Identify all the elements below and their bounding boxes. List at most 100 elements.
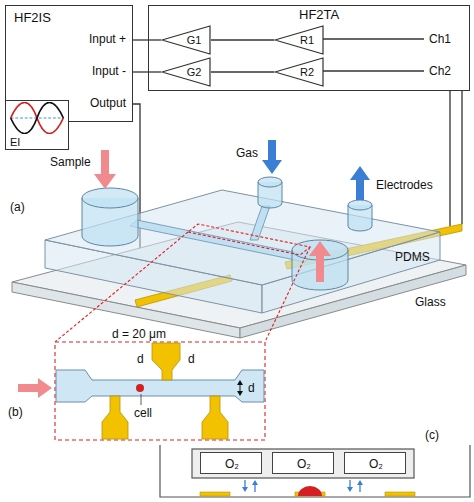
signal-box: EI [5,100,69,150]
electrode-tip [202,396,228,439]
signal-wire [133,39,161,40]
node-title: R2 [300,65,314,79]
microchannel [130,220,312,262]
node-title: HF2IS [14,11,51,25]
dimension-mark [237,380,243,385]
detail-region [188,224,310,255]
microchannel [130,206,312,262]
signal-wire [323,70,424,71]
waveform-red [11,102,64,133]
signal-wire [449,91,450,226]
oxygen-box: O₂ [344,452,406,474]
diffusion-arrow [252,480,258,485]
electrode-tip [152,343,180,380]
signal-wire [461,91,462,224]
triangle-outline [162,26,210,54]
panel-label: (b) [8,405,23,419]
triangle-outline [162,58,210,86]
signal-wire [133,71,161,72]
dimension-label: d [137,352,144,366]
side-view [160,445,470,497]
side-electrode [200,492,230,496]
signal-wire [211,71,274,72]
panel-label: (a) [10,200,25,214]
diffusion-arrow [347,487,353,492]
gas-arrow [262,140,282,174]
waveform-black [11,102,64,133]
callout-label: cell [134,406,152,420]
node-title: R1 [300,33,314,47]
dimension-label: d = 20 μm [112,327,166,341]
sample-arrow [18,378,52,398]
diffusion-arrow [357,480,363,485]
detail-frame [55,342,265,440]
sample-arrow [309,241,331,282]
sample-arrow [94,150,116,189]
node-title: HF2TA [299,8,339,22]
diffusion-arrow [254,484,255,492]
node-title: G2 [187,65,202,79]
triangle-outline [275,58,323,86]
panel-label: (c) [425,428,439,442]
node-text: Ch2 [429,64,451,78]
triangle-outline [275,26,323,54]
dimension-mark [237,391,243,396]
triangle-outline [274,57,324,87]
channel-detail [56,370,264,402]
detail-frame [55,342,265,440]
node-text: Input - [92,64,126,78]
diffusion-arrow [349,480,350,488]
trapped-cell [298,486,322,496]
inlet-label: Gas [236,146,258,160]
reservoir [82,188,138,208]
signal-wire [211,39,274,40]
signal-wire [323,38,424,39]
amplifier-symbol: R2 [274,57,324,87]
node-title: G1 [187,33,202,47]
oxygen-box: O₂ [200,452,262,474]
cell [141,394,142,405]
side-electrode [385,492,415,496]
electrode-tip [102,343,228,439]
reservoir [82,177,372,290]
part-label: Electrodes [376,178,433,192]
inlet-label: Sample [50,155,91,169]
diffusion-arrow [359,484,360,492]
side-view [192,449,414,478]
node-title: EI [10,135,20,149]
diffusion-arrow [244,480,245,488]
waveform [6,102,68,134]
pdms-block [45,190,440,313]
oxygen-box: O₂ [272,452,334,474]
dimension-label: d [248,381,255,395]
gas-arrow [350,166,370,200]
node-text: Ch1 [429,32,451,46]
electrode-tip [102,396,128,439]
node-title: O₂ [369,457,383,471]
dimension-mark [237,380,243,396]
reservoir [258,177,282,187]
triangle-outline [274,25,324,55]
side-view [160,445,470,497]
gas-arrow [262,140,370,200]
reservoir [348,200,372,210]
amplifier-symbol: R1 [274,25,324,55]
part-label: Glass [415,295,446,309]
node-title: O₂ [297,457,311,471]
triangle-outline [161,25,211,55]
dimension-mark [240,384,241,392]
part-label: PDMS [395,250,430,264]
diffusion-arrow [242,487,248,492]
node-text: Output [90,96,126,110]
detail-region [265,247,310,342]
amplifier-box: HF2TA Ch1Ch2 G1G2 R1R2 [148,5,470,91]
node-title: O₂ [225,457,239,471]
amplifier-symbol: G1 [161,25,211,55]
detail-region [55,232,188,342]
dimension-label: d [188,352,195,366]
channel-detail [56,370,264,402]
detail-region [55,224,310,342]
amplifier-symbol: G2 [161,57,211,87]
